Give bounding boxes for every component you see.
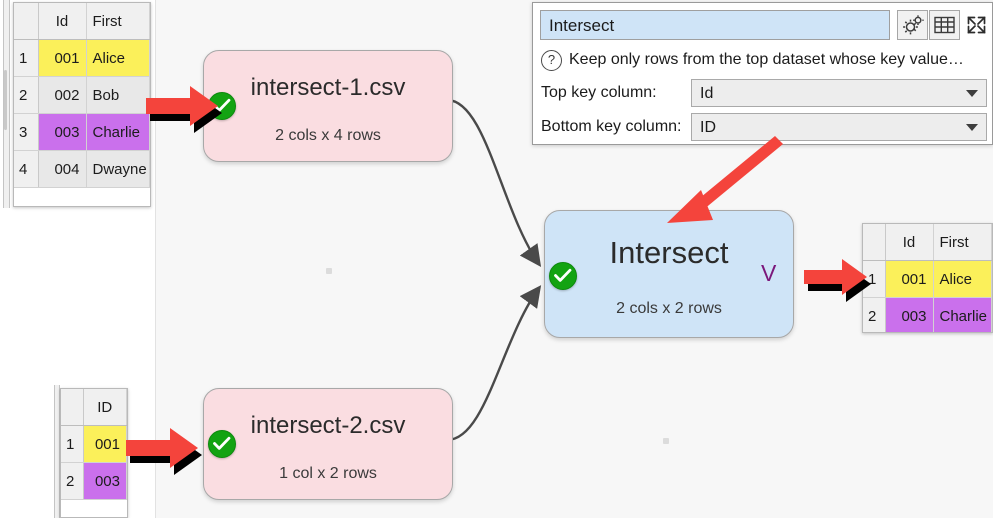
- row-number: 4: [14, 150, 39, 188]
- table-row[interactable]: 2 003: [61, 462, 127, 500]
- edge-src2-to-op: [446, 285, 542, 442]
- table-row[interactable]: 1 001: [61, 425, 127, 463]
- node-intersect[interactable]: Intersect 2 cols x 2 rows V: [544, 210, 794, 338]
- chevron-down-icon: [966, 124, 978, 131]
- node-title: intersect-1.csv: [250, 74, 406, 101]
- splitter-grip[interactable]: [4, 70, 7, 130]
- cell-id[interactable]: 003: [885, 297, 934, 332]
- table-header-row: Id First: [863, 224, 992, 261]
- row-number-header: [863, 224, 886, 261]
- cell-first[interactable]: Dwayne: [86, 150, 150, 188]
- cell-first[interactable]: Alice: [86, 39, 150, 77]
- node-title: intersect-2.csv: [250, 412, 406, 439]
- help-row: ? Keep only rows from the top dataset wh…: [541, 47, 988, 73]
- top-left-data-table[interactable]: Id First 1 001 Alice 2 002 Bob 3 003: [13, 2, 151, 207]
- chevron-down-icon: [966, 90, 978, 97]
- top-key-column-value: Id: [700, 85, 714, 102]
- node-intersect-1[interactable]: intersect-1.csv 2 cols x 4 rows: [203, 50, 453, 162]
- bottom-left-splitter[interactable]: [54, 385, 60, 518]
- expand-arrows-icon[interactable]: [961, 10, 992, 40]
- top-key-column-select[interactable]: Id: [691, 79, 987, 107]
- status-ok-icon: [208, 92, 236, 120]
- row-number: 2: [14, 76, 39, 114]
- cell-id[interactable]: 003: [38, 113, 87, 151]
- column-header[interactable]: Id: [885, 224, 934, 261]
- row-number: 1: [14, 39, 39, 77]
- cell-first[interactable]: Charlie: [86, 113, 150, 151]
- table-row[interactable]: 2 002 Bob: [14, 76, 150, 114]
- cell-first[interactable]: Bob: [86, 76, 150, 114]
- row-number: 2: [61, 462, 84, 500]
- status-ok-icon: [208, 430, 236, 458]
- row-number-header: [14, 3, 39, 40]
- table-row[interactable]: 1 001 Alice: [14, 39, 150, 77]
- properties-panel[interactable]: Intersect: [532, 2, 993, 145]
- table-row[interactable]: 1 001 Alice: [863, 260, 992, 298]
- edge-src1-to-op: [446, 98, 542, 267]
- cell-first[interactable]: Alice: [933, 260, 992, 298]
- row-number: 2: [863, 297, 886, 332]
- bottom-key-column-value: ID: [700, 119, 716, 136]
- bottom-left-data-table[interactable]: ID 1 001 2 003: [60, 388, 128, 518]
- table-header-row: ID: [61, 389, 127, 426]
- table-row[interactable]: 4 004 Dwayne: [14, 150, 150, 188]
- help-text: Keep only rows from the top dataset whos…: [569, 51, 964, 68]
- settings-gears-icon[interactable]: [897, 10, 928, 40]
- cell-id[interactable]: 001: [885, 260, 934, 298]
- node-subtitle: 1 col x 2 rows: [279, 465, 377, 482]
- right-result-table[interactable]: Id First 1 001 Alice 2 003 Charlie: [862, 223, 993, 333]
- row-number: 1: [863, 260, 886, 298]
- column-header[interactable]: Id: [38, 3, 87, 40]
- table-row[interactable]: 3 003 Charlie: [14, 113, 150, 151]
- column-header[interactable]: First: [86, 3, 150, 40]
- column-header[interactable]: ID: [83, 389, 127, 426]
- table-row[interactable]: 2 003 Charlie: [863, 297, 992, 332]
- cell-id[interactable]: 002: [38, 76, 87, 114]
- cell-first[interactable]: Charlie: [933, 297, 992, 332]
- top-key-column-label: Top key column:: [541, 84, 657, 101]
- row-number: 3: [14, 113, 39, 151]
- bottom-key-column-label: Bottom key column:: [541, 118, 682, 135]
- status-ok-icon: [549, 262, 577, 290]
- question-circle-icon[interactable]: ?: [541, 49, 562, 71]
- bottom-key-column-select[interactable]: ID: [691, 113, 987, 141]
- node-subtitle: 2 cols x 2 rows: [616, 300, 722, 317]
- cell-id[interactable]: 001: [83, 425, 127, 463]
- row-number-header: [61, 389, 84, 426]
- node-title: Intersect: [609, 235, 729, 270]
- cell-id[interactable]: 004: [38, 150, 87, 188]
- grid-dot: [326, 268, 332, 274]
- column-header[interactable]: First: [933, 224, 992, 261]
- grid-dot: [663, 438, 669, 444]
- cell-id[interactable]: 001: [38, 39, 87, 77]
- node-badge-v: V: [761, 260, 777, 286]
- node-name-input[interactable]: Intersect: [540, 10, 890, 40]
- cell-id[interactable]: 003: [83, 462, 127, 500]
- row-number: 1: [61, 425, 84, 463]
- table-grid-icon[interactable]: [929, 10, 960, 40]
- table-header-row: Id First: [14, 3, 150, 40]
- node-subtitle: 2 cols x 4 rows: [275, 127, 381, 144]
- node-intersect-2[interactable]: intersect-2.csv 1 col x 2 rows: [203, 388, 453, 500]
